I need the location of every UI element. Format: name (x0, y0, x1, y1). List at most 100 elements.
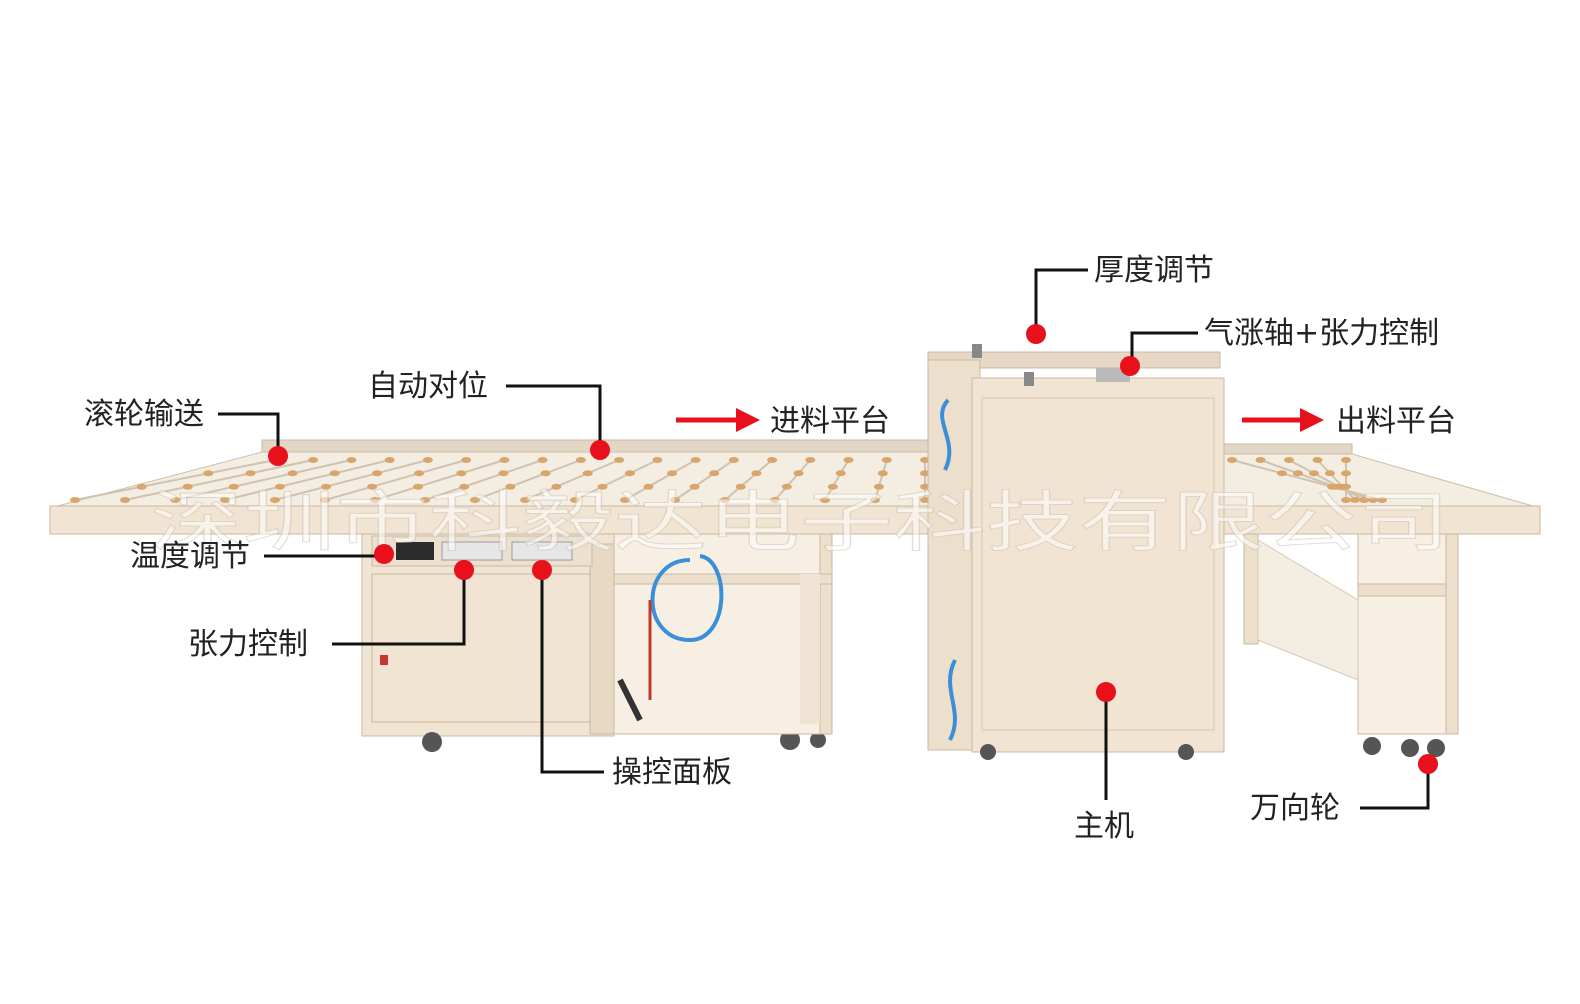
marker-roller-conveying (268, 446, 288, 466)
roller-shaft (624, 459, 697, 501)
roller-shaft (324, 459, 467, 501)
roller-shaft (874, 459, 888, 501)
label-temperature-adjust: 温度调节 (130, 539, 250, 574)
roller (520, 497, 530, 503)
roller (329, 470, 340, 477)
roller-grid-right (1227, 457, 1387, 503)
roller (414, 470, 425, 477)
roller (620, 497, 630, 503)
roller (413, 483, 424, 490)
roller (1255, 457, 1266, 463)
marker-control-panel (532, 560, 552, 580)
roller (170, 497, 180, 503)
roller (1312, 457, 1323, 463)
roller (575, 457, 586, 463)
roller-shaft (1231, 459, 1383, 501)
roller (456, 470, 467, 477)
roller (827, 483, 838, 490)
roller-shaft (274, 459, 429, 501)
roller (70, 497, 80, 503)
roller (1325, 470, 1335, 477)
label-main-unit: 主机 (1074, 809, 1134, 844)
roller (1284, 457, 1294, 463)
roller (709, 470, 720, 477)
roller (320, 497, 330, 503)
label-discharge-platform: 出料平台 (1336, 404, 1456, 439)
leader-lines (218, 268, 1430, 810)
roller-shaft (374, 459, 505, 501)
roller (1227, 457, 1237, 463)
roller-grid-left (70, 457, 930, 503)
roller-shaft (224, 459, 390, 501)
roller (767, 457, 778, 463)
roller (537, 457, 548, 463)
roller (1377, 497, 1387, 503)
roller (461, 457, 472, 463)
roller (614, 457, 625, 463)
roller (751, 470, 762, 477)
roller (1359, 497, 1369, 503)
roller (499, 457, 510, 463)
roller (367, 483, 378, 490)
roller (720, 497, 730, 503)
roller (820, 497, 830, 503)
roller (1277, 470, 1287, 477)
roller (182, 483, 193, 490)
roller (690, 457, 701, 463)
roller (597, 483, 608, 490)
roller (551, 483, 562, 490)
feed-direction-arrow (676, 408, 760, 432)
roller (652, 457, 663, 463)
control-cabinet (361, 533, 826, 752)
label-feed-platform: 进料平台 (770, 404, 890, 439)
label-thickness-adjust: 厚度调节 (1094, 253, 1214, 288)
roller-shaft (424, 459, 543, 501)
roller-shaft (1316, 459, 1356, 501)
roller (372, 470, 382, 477)
roller-shaft (474, 459, 582, 501)
marker-air-shaft-tension (1120, 356, 1140, 376)
roller (643, 483, 654, 490)
label-control-panel: 操控面板 (612, 755, 732, 790)
roller-shaft (574, 459, 658, 501)
roller (1341, 457, 1351, 463)
roller (877, 470, 888, 477)
callout-markers (268, 324, 1438, 774)
discharge-direction-arrow (1242, 408, 1324, 432)
roller (1341, 497, 1351, 503)
roller (270, 497, 280, 503)
roller (321, 483, 331, 490)
roller (728, 457, 739, 463)
roller (835, 470, 846, 477)
marker-auto-alignment (590, 440, 610, 460)
roller (346, 457, 357, 463)
roller (1293, 470, 1303, 477)
roller (120, 497, 130, 503)
roller (781, 483, 792, 490)
roller (220, 497, 230, 503)
roller-shaft (74, 459, 276, 501)
label-air-shaft-tension: 气涨轴+张力控制 (1204, 316, 1439, 351)
roller (667, 470, 678, 477)
label-roller-conveying: 滚轮输送 (84, 397, 204, 432)
label-caster-wheel: 万向轮 (1250, 791, 1340, 826)
lower-frame (613, 533, 833, 735)
marker-caster-wheel (1418, 754, 1438, 774)
marker-temperature-adjust (374, 544, 394, 564)
roller (540, 470, 551, 477)
roller (505, 483, 516, 490)
marker-thickness-adjust (1026, 324, 1046, 344)
roller (881, 457, 892, 463)
roller (420, 497, 430, 503)
roller-shaft (774, 459, 812, 501)
roller (422, 457, 433, 463)
roller (689, 483, 700, 490)
roller (670, 497, 680, 503)
roller (498, 470, 509, 477)
roller (384, 457, 395, 463)
roller (843, 457, 854, 463)
roller-shaft (674, 459, 735, 501)
roller (459, 483, 470, 490)
roller (873, 483, 884, 490)
